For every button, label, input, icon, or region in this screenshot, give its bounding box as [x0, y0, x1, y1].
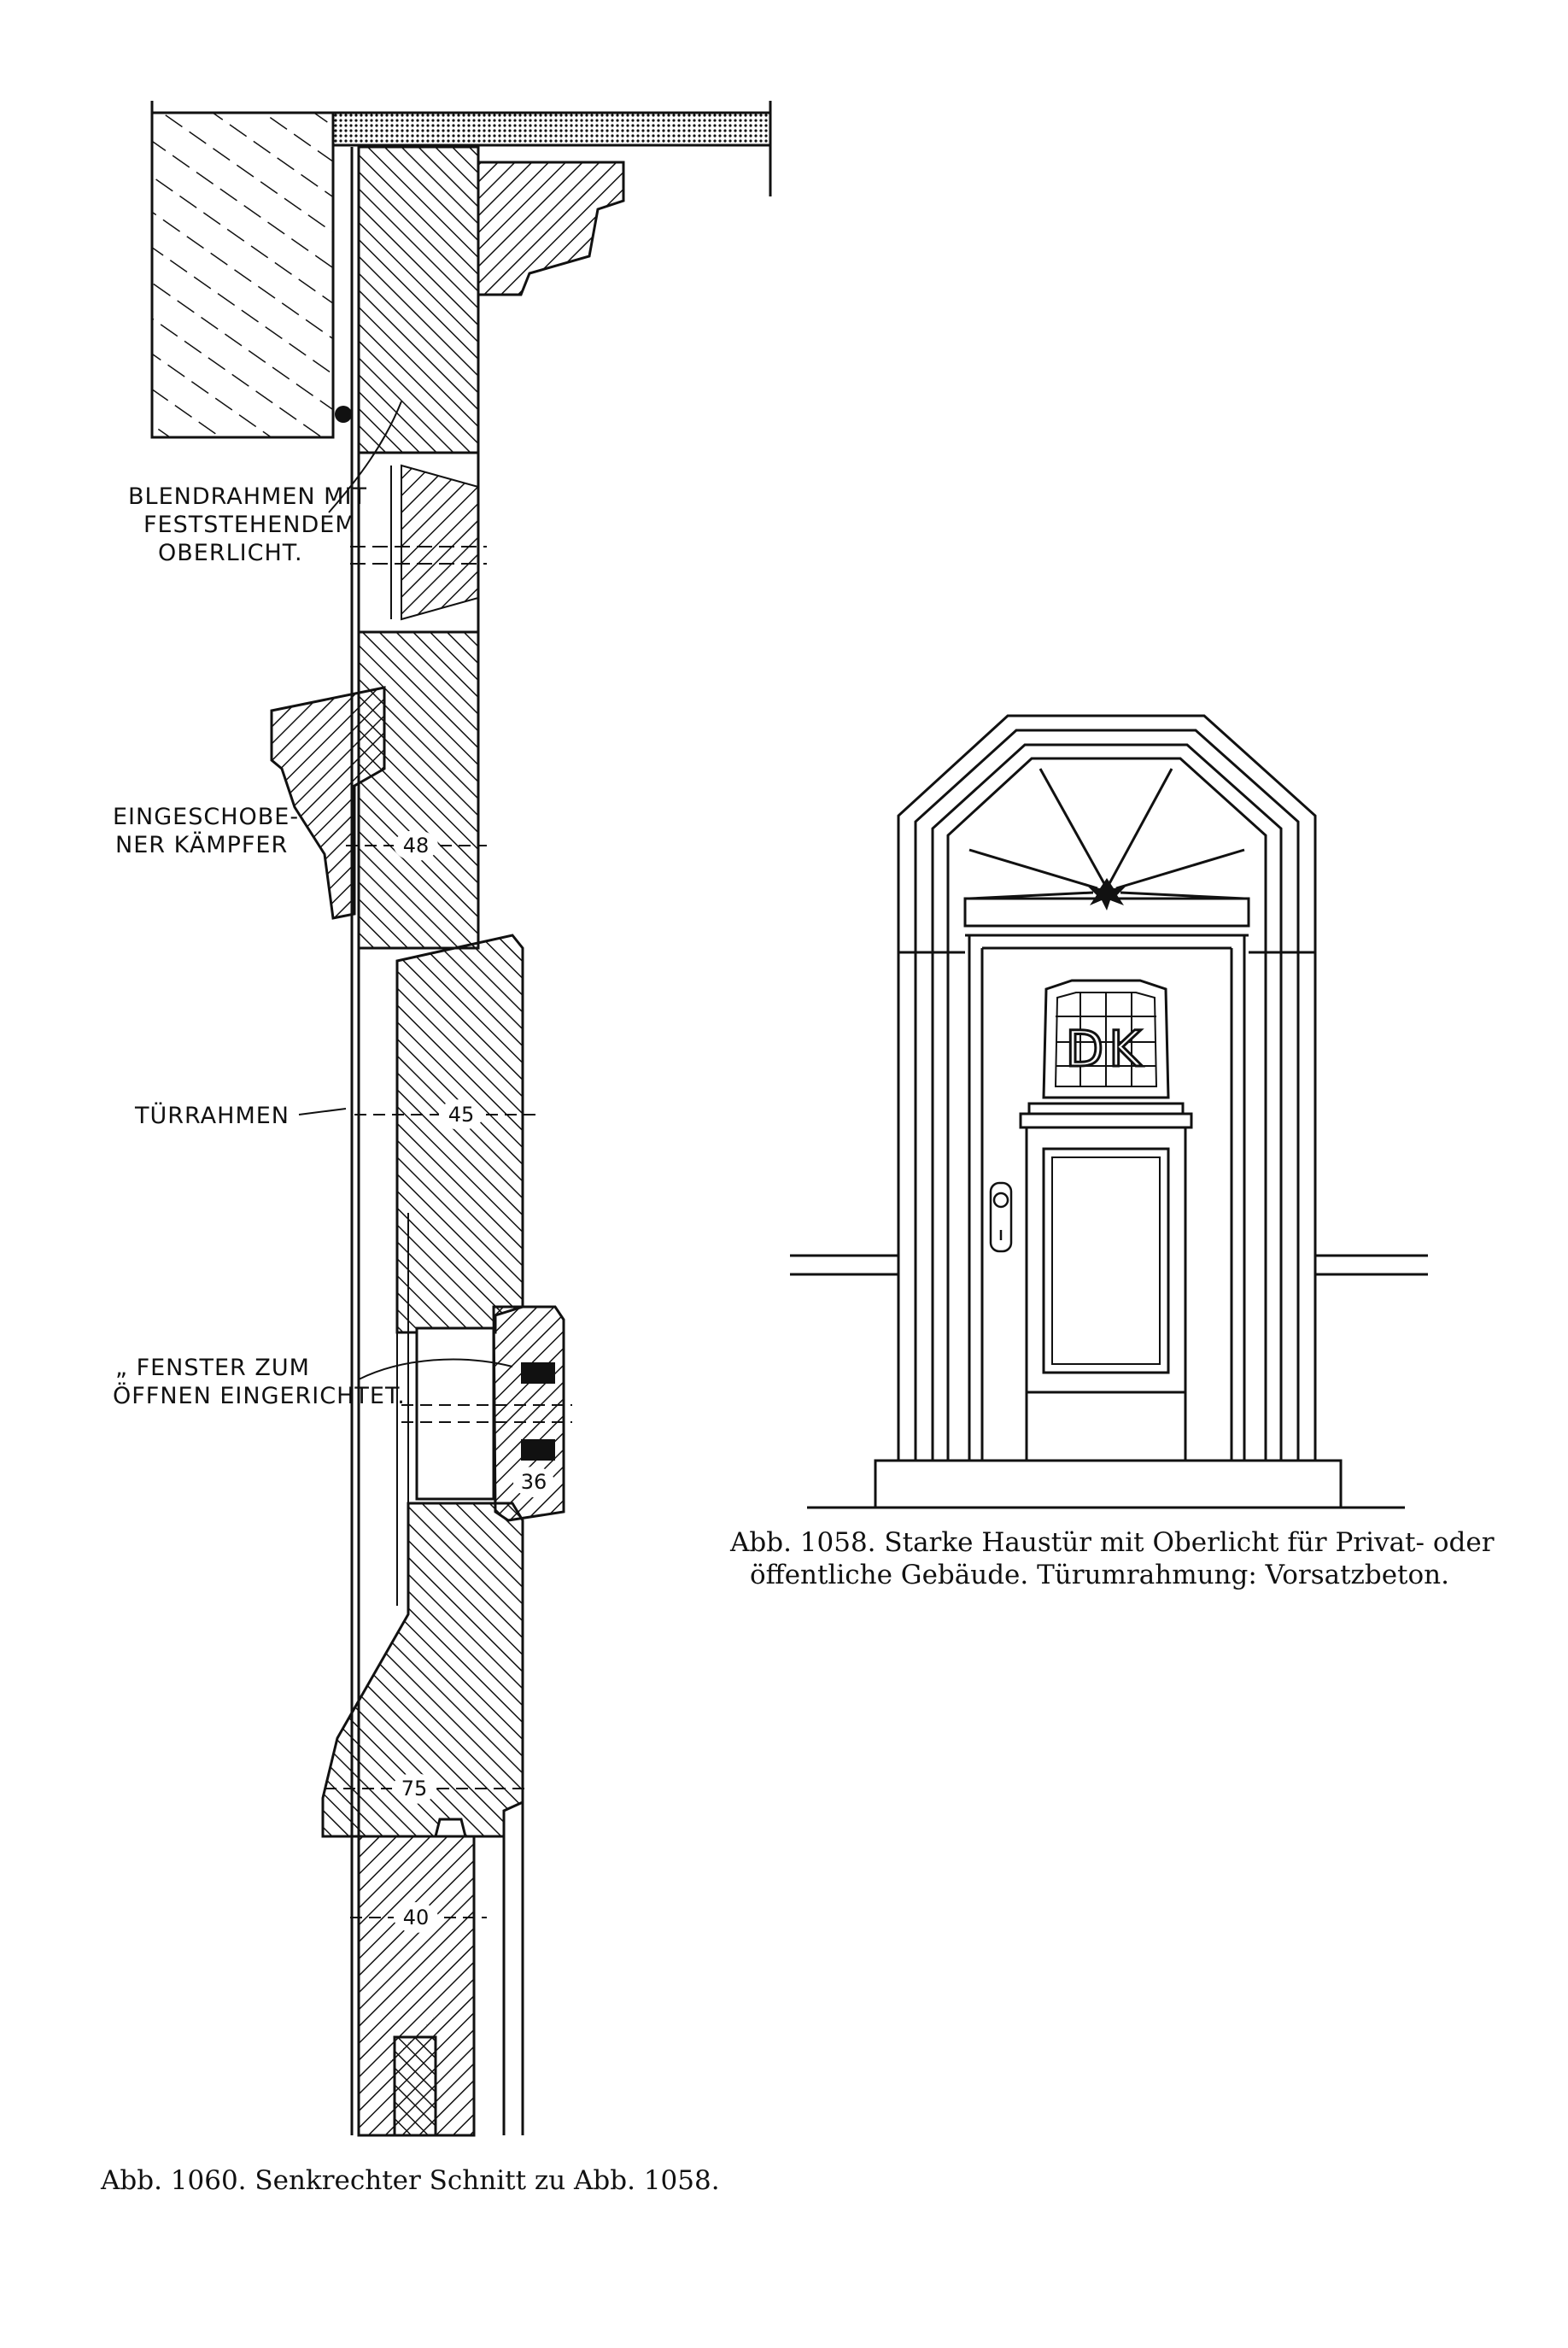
- ceiling-molding: [477, 161, 625, 296]
- door-handle-icon: [989, 1181, 1013, 1253]
- door-elevation-drawing: DK: [790, 714, 1428, 1509]
- caption-fig1058-line2: öffentliche Gebäude. Türumrahmung: Vorsa…: [750, 1560, 1450, 1590]
- blendrahmen-frame: [357, 145, 480, 454]
- kaempfer-bar: [270, 686, 386, 920]
- dim-48: 48: [403, 834, 430, 858]
- fanlight-sunburst: [968, 768, 1245, 911]
- dim-75: 75: [401, 1777, 428, 1801]
- label-kaempfer-1: EINGESCHOBE-: [113, 804, 299, 830]
- door-leaf-lower: [321, 1502, 524, 1838]
- caption-fig1060: Abb. 1060. Senkrechter Schnitt zu Abb. 1…: [101, 2165, 720, 2196]
- label-kaempfer-2: NER KÄMPFER: [115, 831, 288, 858]
- dim-40: 40: [403, 1906, 430, 1929]
- dim-45: 45: [448, 1103, 475, 1127]
- dim-36: 36: [521, 1470, 547, 1494]
- label-fenster-2: ÖFFNEN EINGERICHTET.: [113, 1382, 406, 1409]
- label-blendrahmen-1: BLENDRAHMEN MIT: [128, 483, 367, 510]
- label-blendrahmen-2: FESTSTEHENDEM: [143, 512, 356, 538]
- masonry-wall: [150, 111, 335, 439]
- caption-fig1058-line1: Abb. 1058. Starke Haustür mit Oberlicht …: [730, 1527, 1495, 1558]
- ceiling-slab: [331, 111, 772, 147]
- label-blendrahmen-3: OBERLICHT.: [158, 540, 303, 566]
- door-step: [874, 1459, 1343, 1509]
- dowel-circle: [335, 406, 352, 423]
- label-fenster-1: „ FENSTER ZUM: [115, 1355, 310, 1381]
- label-tuerrahmen: TÜRRAHMEN: [134, 1102, 290, 1129]
- door-leaf: DK: [989, 979, 1193, 1462]
- vertical-section-drawing: 48 45 36 75 40 BLENDRAHMEN MIT FESTSTEHE…: [113, 101, 772, 2137]
- tuerrahmen-frame: [395, 934, 524, 1334]
- door-monogram: DK: [1066, 1020, 1147, 1078]
- door-surround: [897, 714, 1317, 1461]
